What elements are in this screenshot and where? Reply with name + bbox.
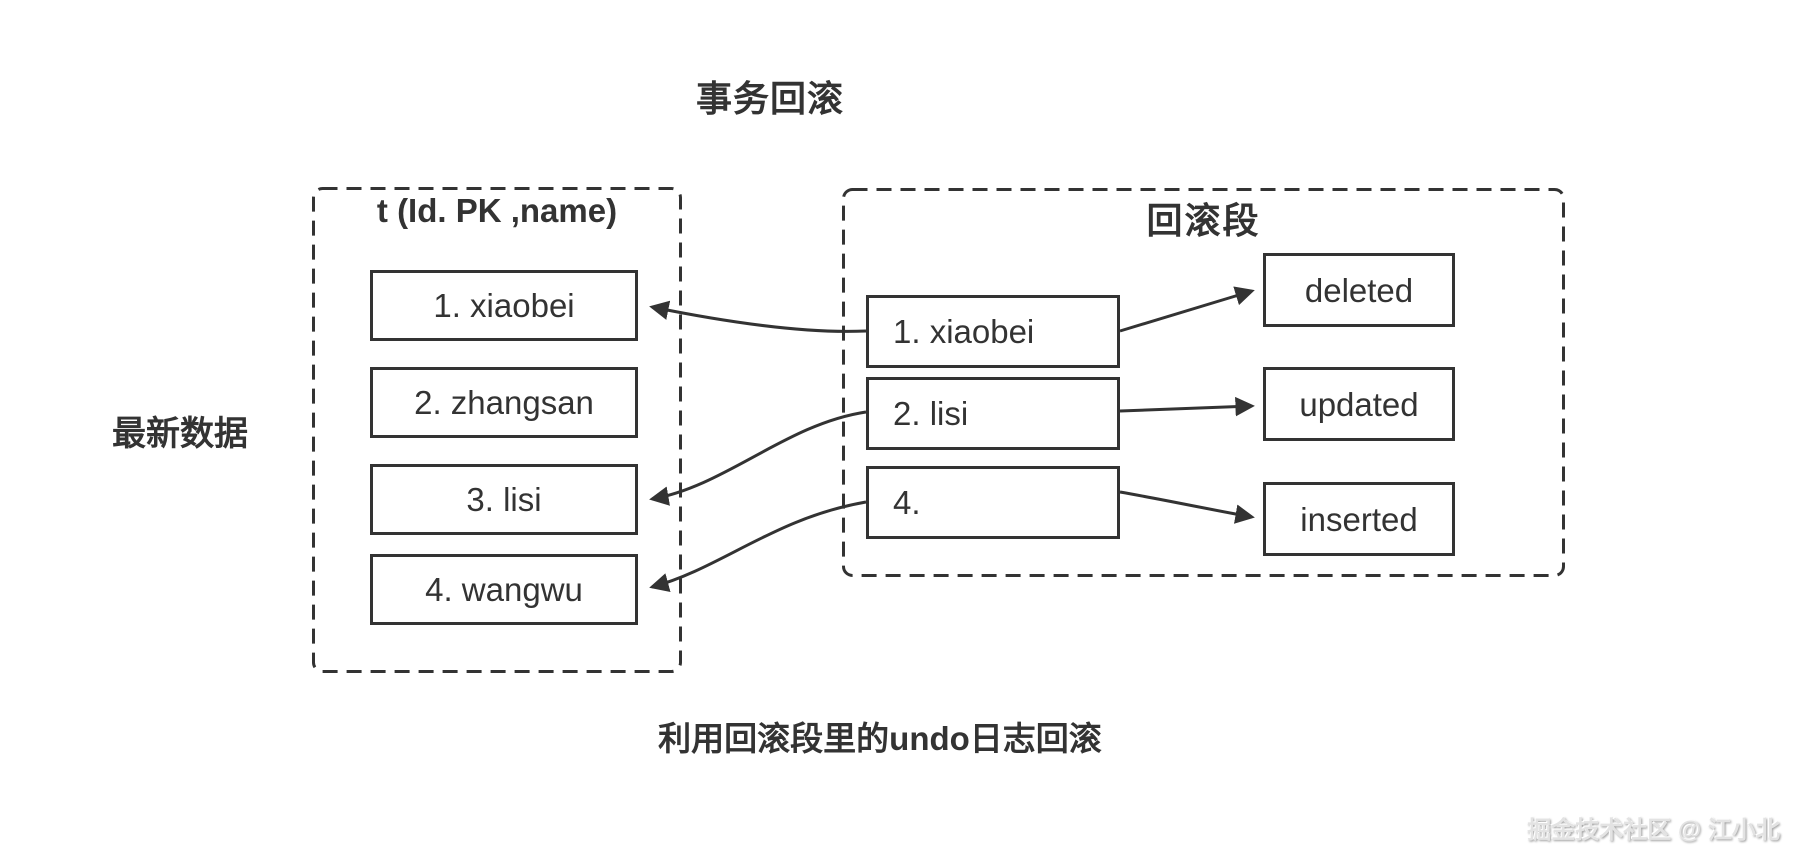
table-row-1-xiaobei: 1. xiaobei [370,270,638,341]
latest-data-table-header: t (Id. PK ,name) [376,192,618,229]
table-row-label: 3. lisi [466,481,542,518]
status-label: deleted [1304,271,1414,309]
arrow-undo2-to-row3 [649,410,867,506]
status-box-deleted: deleted [1263,253,1455,327]
arrow-undo1-to-row1 [649,300,867,333]
status-label: updated [1299,385,1419,423]
undo-record-label: 2. lisi [893,395,969,432]
arrow-undo1-to-deleted [1119,286,1255,333]
undo-record-1-xiaobei: 1. xiaobei [866,295,1120,368]
diagram-caption: 利用回滚段里的undo日志回滚 [658,720,1102,757]
status-box-updated: updated [1263,367,1455,441]
watermark: 掘金技术社区 @ 江小北 [1527,817,1780,844]
undo-record-2-lisi: 2. lisi [866,377,1120,450]
table-row-4-wangwu: 4. wangwu [370,554,638,625]
undo-record-4-empty: 4. [866,466,1120,539]
latest-data-label: 最新数据 [112,415,248,453]
table-row-3-lisi: 3. lisi [370,464,638,535]
undo-record-label: 4. [893,484,921,521]
table-row-label: 1. xiaobei [433,287,575,324]
diagram-title: 事务回滚 [695,78,844,119]
arrow-undo3-to-row4 [649,500,867,593]
rollback-segment-header: 回滚段 [1146,200,1261,241]
arrow-undo3-to-inserted [1119,490,1255,524]
table-row-2-zhangsan: 2. zhangsan [370,367,638,438]
status-box-inserted: inserted [1263,482,1455,556]
table-row-label: 4. wangwu [425,571,583,608]
status-label: inserted [1300,500,1418,538]
arrow-undo2-to-updated [1119,396,1255,417]
undo-record-label: 1. xiaobei [893,313,1035,350]
table-row-label: 2. zhangsan [414,384,594,421]
